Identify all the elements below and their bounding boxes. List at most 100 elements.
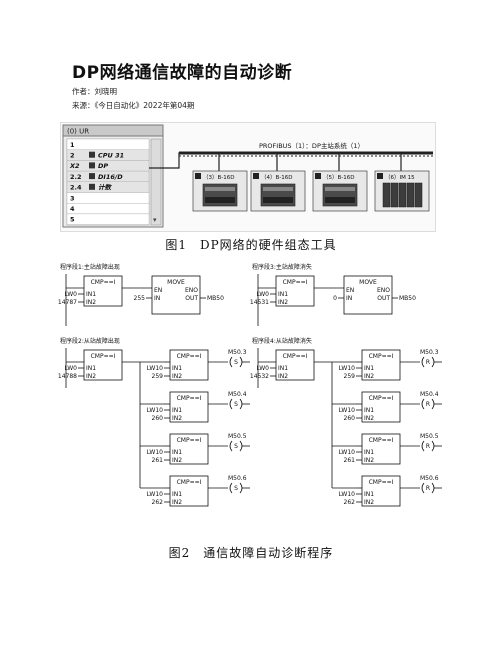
- coil-address: M50.5: [420, 433, 439, 440]
- io-module-base: [205, 197, 235, 203]
- coil-left: [229, 482, 233, 494]
- cmp-pin-in2: IN2: [278, 373, 288, 380]
- rack-slot-label: 3: [70, 194, 75, 202]
- coil-right: [239, 482, 243, 494]
- cmp-block: [83, 275, 123, 307]
- cmp-in2-operand: 14532: [250, 373, 269, 380]
- cmp-block: [169, 349, 209, 381]
- move-pin-in: IN: [346, 295, 352, 302]
- station-label: （4）B-16D: [261, 174, 293, 181]
- cmp-block: [361, 475, 401, 507]
- cmp-block: [169, 391, 209, 423]
- figure-2-caption: 图2 通信故障自动诊断程序: [168, 546, 334, 560]
- rack-module-label: DP: [98, 162, 108, 170]
- cmp-block-title: CMP==I: [369, 437, 394, 444]
- cmp-in1-operand: LW10: [339, 449, 356, 456]
- cmp-pin-in1: IN1: [278, 291, 288, 298]
- segment-title: 程序段4:从站故障消失: [252, 337, 312, 345]
- coil-right: [431, 356, 435, 368]
- coil-right: [239, 398, 243, 410]
- coil-type: R: [426, 485, 430, 492]
- station-status-icon: [315, 173, 321, 179]
- coil-right: [431, 440, 435, 452]
- cmp-in1-operand: LW10: [147, 491, 164, 498]
- move-pin-in: IN: [154, 295, 160, 302]
- station-status-icon: [195, 173, 201, 179]
- figure-1-caption: 图1 DP网络的硬件组态工具: [165, 238, 337, 252]
- cmp-in2-operand: 259: [344, 373, 356, 380]
- cmp-in2-operand: 260: [152, 415, 164, 422]
- move-out-value: MB50: [207, 295, 224, 302]
- cmp-pin-in2: IN2: [364, 373, 374, 380]
- station-label: （3）B-16D: [203, 174, 235, 181]
- rack-slot-label: X2: [69, 162, 80, 170]
- coil-left: [229, 398, 233, 410]
- move-in-value: 255: [134, 295, 146, 302]
- cmp-pin-in1: IN1: [172, 491, 182, 498]
- cmp-in1-operand: LW10: [339, 365, 356, 372]
- cmp-pin-in1: IN1: [172, 365, 182, 372]
- coil-left: [421, 440, 425, 452]
- cmp-block-title: CMP==I: [283, 279, 308, 286]
- rack-module-slot: [382, 182, 391, 208]
- cmp-block-title: CMP==I: [369, 395, 394, 402]
- io-module-terminals: [263, 187, 293, 191]
- rack-module-slot: [398, 182, 407, 208]
- cmp-block-title: CMP==I: [91, 279, 116, 286]
- cmp-block-title: CMP==I: [177, 395, 202, 402]
- coil-address: M50.5: [228, 433, 247, 440]
- coil-left: [229, 440, 233, 452]
- cmp-in2-operand: 14531: [250, 299, 269, 306]
- cmp-block: [169, 433, 209, 465]
- cmp-block-title: CMP==I: [177, 437, 202, 444]
- rack-module-slot: [414, 182, 423, 208]
- cmp-pin-in2: IN2: [364, 457, 374, 464]
- coil-address: M50.3: [228, 349, 247, 356]
- rack-module-slot: [390, 182, 399, 208]
- rack-window-titlebar: [62, 124, 164, 137]
- move-pin-en: EN: [346, 287, 354, 294]
- io-module-base: [263, 197, 293, 203]
- coil-address: M50.6: [228, 475, 247, 482]
- rack-module-label: CPU 31: [98, 152, 124, 160]
- module-icon: [89, 151, 95, 158]
- cmp-in2-operand: 14787: [58, 299, 77, 306]
- cmp-block: [169, 475, 209, 507]
- author-line: 作者：刘晓明: [72, 87, 117, 96]
- cmp-pin-in1: IN1: [364, 407, 374, 414]
- cmp-pin-in1: IN1: [172, 449, 182, 456]
- station-label: （5）B-16D: [323, 174, 355, 181]
- cmp-block-title: CMP==I: [369, 479, 394, 486]
- rack-row: [66, 213, 150, 225]
- station-label: （6）IM 15: [385, 174, 415, 181]
- move-pin-eno: ENO: [377, 287, 390, 294]
- cmp-in1-operand: LW0: [64, 291, 77, 298]
- cmp-pin-in2: IN2: [172, 499, 182, 506]
- coil-right: [431, 398, 435, 410]
- cmp-block: [275, 275, 315, 307]
- cmp-pin-in2: IN2: [364, 499, 374, 506]
- document-title: DP网络通信故障的自动诊断: [72, 63, 293, 83]
- rack-slot-label: 2.2: [70, 173, 82, 181]
- scroll-down-icon[interactable]: ▾: [153, 216, 157, 224]
- source-line: 来源：《今日自动化》2022年第04期: [72, 101, 195, 110]
- rack-module-label: DI16/D: [98, 173, 123, 181]
- cmp-in1-operand: LW10: [339, 407, 356, 414]
- rack-slot-label: 4: [70, 205, 75, 213]
- cmp-in1-operand: LW10: [147, 449, 164, 456]
- move-pin-out: OUT: [185, 295, 198, 302]
- coil-type: S: [234, 443, 238, 450]
- rack-slot-label: 2.4: [70, 184, 82, 192]
- segment-title: 程序段2:从站故障出现: [60, 337, 120, 345]
- cmp-pin-in2: IN2: [278, 299, 288, 306]
- cmp-in2-operand: 262: [344, 499, 356, 506]
- rack-scrollbar[interactable]: [150, 138, 162, 226]
- segment-title: 程序段3:主站故障消失: [252, 263, 312, 271]
- move-pin-out: OUT: [377, 295, 390, 302]
- coil-address: M50.3: [420, 349, 439, 356]
- cmp-block-title: CMP==I: [177, 353, 202, 360]
